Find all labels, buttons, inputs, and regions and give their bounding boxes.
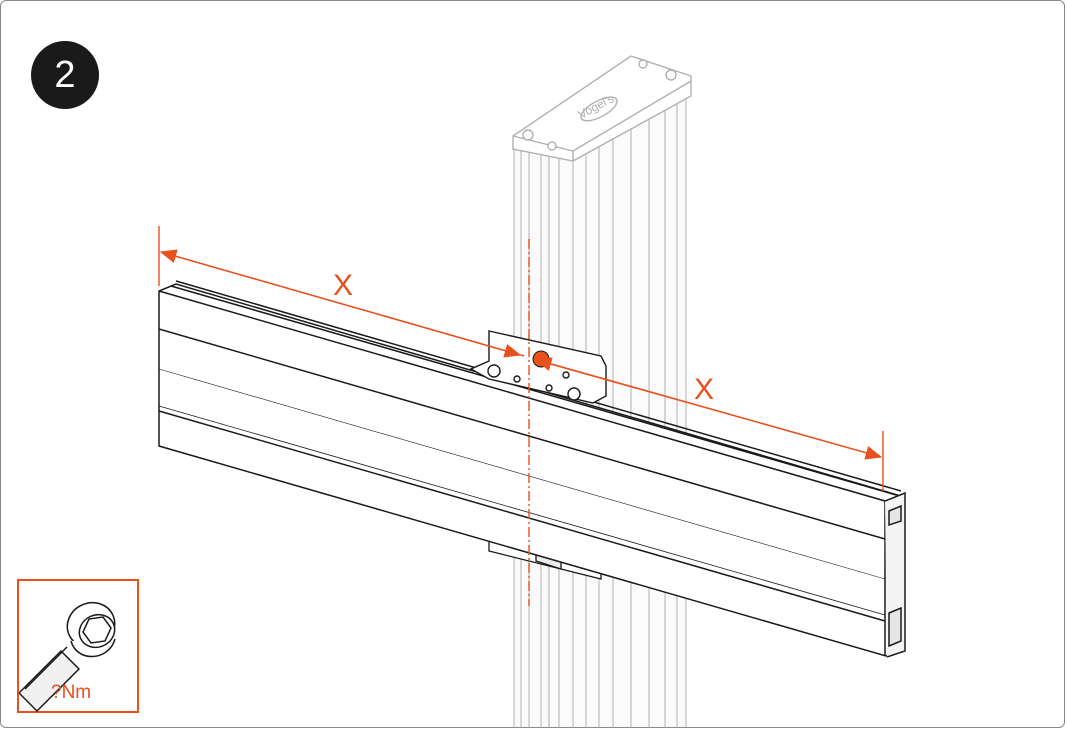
- pole-cap: Vogel's: [512, 55, 692, 162]
- step-number: 2: [54, 53, 76, 96]
- torque-label: ?Nm: [51, 682, 92, 703]
- dimension-label-left: X: [333, 269, 354, 302]
- dimension-lines: [158, 226, 884, 491]
- step-number-badge: 2: [31, 41, 99, 109]
- dimension-label-right: X: [694, 373, 715, 406]
- tool-callout: ?Nm: [17, 579, 139, 713]
- hex-socket-icon: [19, 601, 116, 713]
